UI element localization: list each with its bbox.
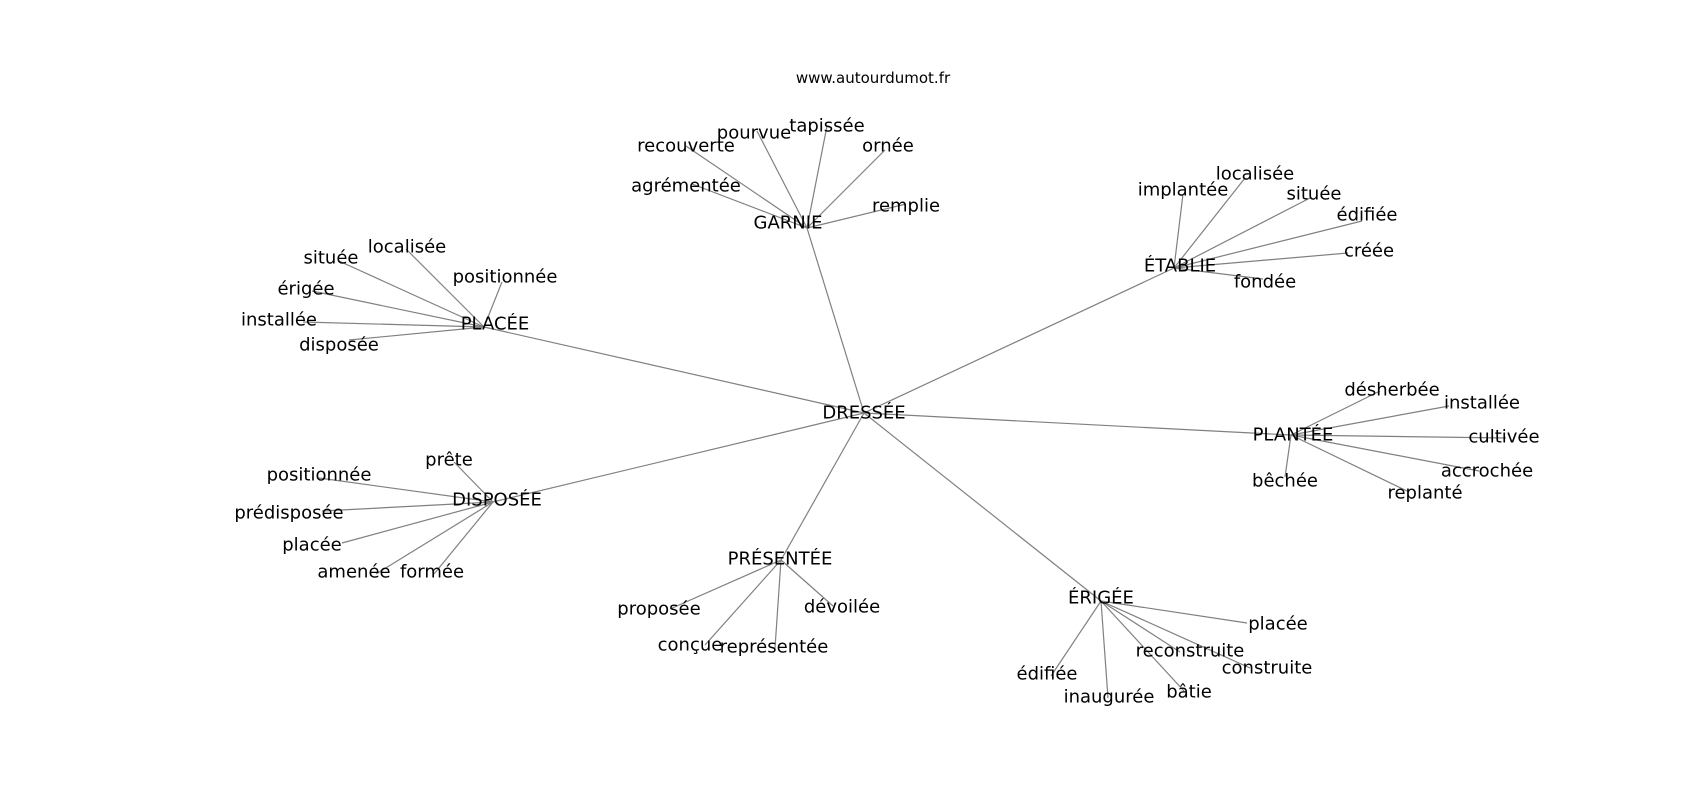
edge-erigee-placee [1100,600,1248,624]
edges [302,125,1507,699]
edge-placee-installee [302,321,485,328]
edge-center-erigee [863,412,1102,602]
node-leaf-garnie-tapissee: tapissée [789,116,864,137]
node-leaf-etablie-fondee: fondée [1234,272,1296,293]
node-leaf-plantee-replante: replanté [1387,483,1462,504]
node-leaf-presentee-concue: conçue [658,635,723,656]
edge-etablie-implantee [1173,193,1184,269]
edge-disposee-amenee [375,501,494,575]
node-leaf-plantee-cultivee: cultivée [1468,427,1539,448]
edge-etablie-creee [1173,252,1349,269]
node-leaf-garnie-ornee: ornée [862,136,914,157]
node-leaf-erigee-inauguree: inaugurée [1064,687,1155,708]
edge-presentee-proposee [669,559,782,610]
edge-erigee-batie [1100,600,1185,692]
node-hub-erigee: ÉRIGÉE [1068,587,1134,609]
edge-plantee-desherbee [1290,390,1381,436]
node-hub-etablie: ÉTABLIE [1144,255,1216,277]
node-leaf-disposee-predisposee: prédisposée [234,503,343,524]
node-leaf-garnie-pourvue: pourvue [717,123,791,144]
node-hub-placee: PLACÉE [461,313,530,335]
node-leaf-plantee-desherbee: désherbée [1344,380,1439,401]
edge-plantee-bechee [1284,434,1292,478]
node-leaf-garnie-remplie: remplie [872,196,940,217]
edge-etablie-localisee [1173,177,1246,269]
edge-placee-localisee [405,248,485,328]
edge-etablie-situee [1173,197,1311,269]
source-watermark: www.autourdumot.fr [796,69,951,87]
edge-center-disposee [492,412,865,503]
node-leaf-plantee-installee: installée [1444,393,1520,414]
edge-garnie-recouverte [685,145,808,229]
node-leaf-erigee-edifiee: édifiée [1017,664,1078,685]
edge-disposee-placee [341,501,494,544]
node-leaf-plantee-accrochee: accrochée [1441,461,1533,482]
node-leaf-placee-localisee: localisée [368,237,446,258]
node-leaf-etablie-edifiee: édifiée [1337,205,1398,226]
edge-presentee-representee [774,559,782,649]
edge-disposee-predisposee [321,501,494,512]
edge-garnie-remplie [806,203,907,229]
edge-center-garnie [806,227,865,414]
node-leaf-etablie-localisee: localisée [1216,164,1294,185]
node-hub-presentee: PRÉSENTÉE [728,548,833,570]
edge-plantee-installee [1290,405,1450,436]
edge-presentee-concue [704,559,782,646]
node-leaf-garnie-agrementee: agrémentée [631,176,741,197]
node-leaf-plantee-bechee: bêchée [1252,471,1318,492]
node-leaf-placee-installee: installée [241,310,317,331]
edge-center-presentee [780,412,865,561]
node-leaf-presentee-representee: représentée [720,637,829,658]
edge-disposee-formee [433,501,494,575]
edge-erigee-inauguree [1100,600,1109,699]
node-leaf-placee-positionnee: positionnée [453,267,558,288]
node-leaf-etablie-creee: créée [1344,241,1394,262]
edge-center-plantee [863,412,1292,436]
edge-etablie-fondee [1173,267,1264,280]
node-center: DRESSÉE [822,402,905,424]
node-hub-plantee: PLANTÉE [1253,424,1334,446]
edge-garnie-agrementee [691,183,808,229]
edge-erigee-reconstruite [1100,600,1181,653]
node-leaf-presentee-proposee: proposée [617,599,700,620]
node-leaf-disposee-placee: placée [282,535,342,556]
node-leaf-placee-disposee: disposée [299,335,379,356]
node-hub-disposee: DISPOSÉE [452,489,542,511]
node-leaf-etablie-situee: située [1287,184,1342,205]
edge-plantee-accrochee [1290,434,1480,472]
edge-erigee-construite [1100,600,1251,669]
edge-placee-disposee [348,326,485,341]
edge-plantee-cultivee [1290,434,1507,439]
node-leaf-erigee-reconstruite: reconstruite [1136,641,1245,662]
edge-placee-situee [338,260,485,328]
node-leaf-erigee-placee: placée [1248,614,1308,635]
edge-disposee-positionnee [318,477,494,503]
node-leaf-disposee-formee: formée [400,562,464,583]
edge-center-etablie [863,267,1175,414]
node-hub-garnie: GARNIE [754,213,823,234]
edge-garnie-pourvue [756,130,808,229]
node-leaf-presentee-devoilee: dévoilée [804,597,880,618]
edge-center-placee [483,326,865,414]
edge-erigee-edifiee [1050,600,1102,677]
edge-disposee-prete [453,461,494,503]
node-leaf-etablie-implantee: implantée [1138,180,1229,201]
edge-etablie-edifiee [1173,220,1363,269]
edge-placee-positionnee [483,281,503,328]
edge-garnie-tapissee [806,125,828,229]
node-leaf-erigee-batie: bâtie [1166,682,1212,703]
edge-presentee-devoilee [780,559,834,607]
node-leaf-placee-erigee: érigée [277,279,334,300]
labels: DRESSÉE GARNIE recouvertepourvuetapisséeor… [234,116,1539,708]
node-leaf-placee-situee: située [304,248,359,269]
node-leaf-disposee-prete: prête [425,450,473,471]
node-leaf-erigee-construite: construite [1222,658,1313,679]
node-leaf-disposee-positionnee: positionnée [267,465,372,486]
edge-garnie-ornee [806,149,886,229]
node-leaf-garnie-recouverte: recouverte [637,136,735,157]
edge-placee-erigee [311,290,485,328]
node-leaf-disposee-amenee: amenée [317,562,390,583]
edge-plantee-replante [1290,434,1408,492]
